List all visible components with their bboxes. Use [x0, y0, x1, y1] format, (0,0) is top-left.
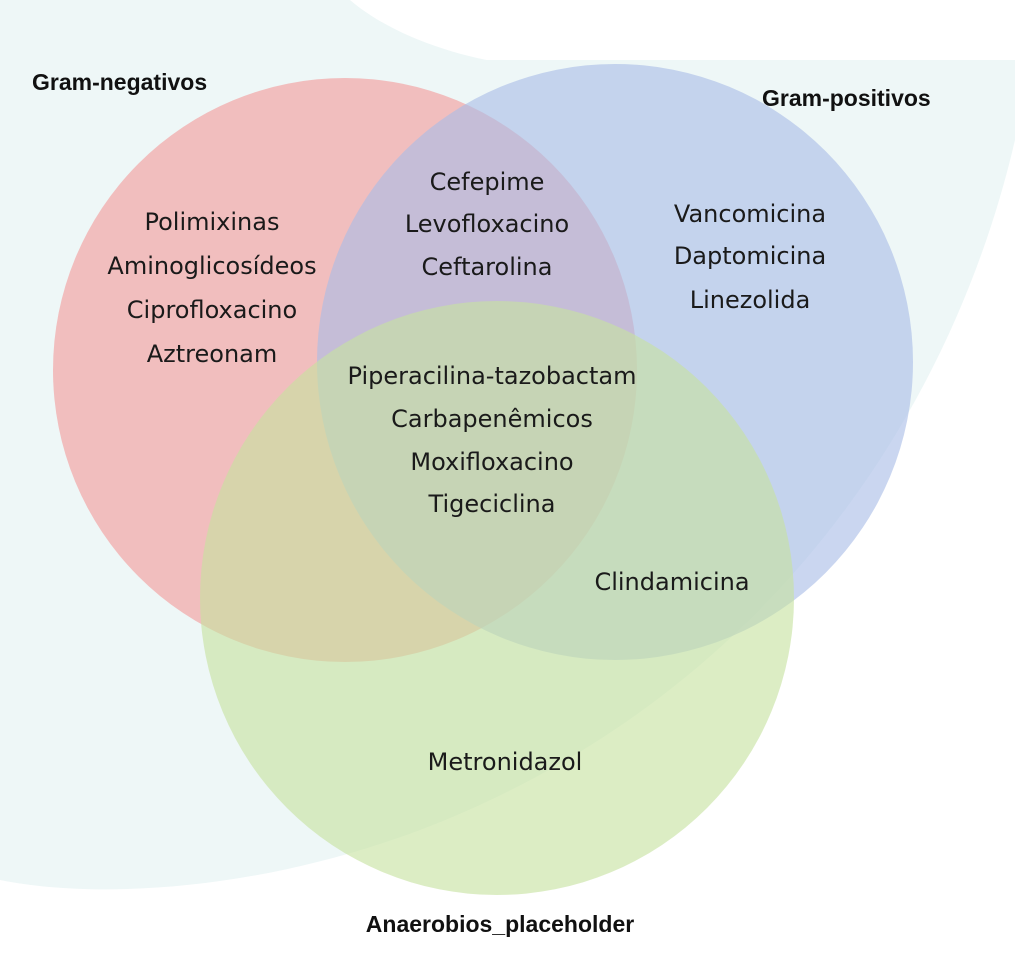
- drug-item: Cefepime: [430, 168, 545, 196]
- drug-item: Metronidazol: [428, 748, 583, 776]
- drug-item: Linezolida: [690, 286, 811, 314]
- drug-item: Aminoglicosídeos: [107, 252, 316, 280]
- drug-item: Aztreonam: [147, 340, 278, 368]
- drug-item: Ciprofloxacino: [127, 296, 297, 324]
- drug-item: Clindamicina: [594, 568, 749, 596]
- circle-anaerobes: [200, 301, 794, 895]
- region-gram-negative-and-positive: Cefepime Levofloxacino Ceftarolina: [405, 168, 569, 281]
- drug-item: Levofloxacino: [405, 210, 569, 238]
- region-all-three: Piperacilina-tazobactam Carbapenêmicos M…: [348, 362, 637, 518]
- drug-item: Ceftarolina: [422, 253, 553, 281]
- drug-item: Carbapenêmicos: [391, 405, 593, 433]
- region-anaerobes-only: Metronidazol: [428, 748, 583, 776]
- background-swoosh-top: [350, 0, 620, 30]
- label-anaerobes: Anaerobios_placeholder: [366, 911, 634, 937]
- region-gram-positive-and-anaerobes: Clindamicina: [594, 568, 749, 596]
- drug-item: Polimixinas: [145, 208, 280, 236]
- drug-item: Piperacilina-tazobactam: [348, 362, 637, 390]
- label-gram-negative: Gram-negativos: [32, 69, 207, 95]
- region-gram-negative-only: Polimixinas Aminoglicosídeos Ciprofloxac…: [107, 208, 316, 368]
- drug-item: Tigeciclina: [428, 490, 556, 518]
- drug-item: Daptomicina: [674, 242, 826, 270]
- background-swoosh-left: [0, 0, 600, 68]
- region-gram-positive-only: Vancomicina Daptomicina Linezolida: [674, 200, 826, 314]
- label-gram-positive: Gram-positivos: [762, 85, 931, 111]
- drug-item: Moxifloxacino: [410, 448, 573, 476]
- drug-item: Vancomicina: [674, 200, 826, 228]
